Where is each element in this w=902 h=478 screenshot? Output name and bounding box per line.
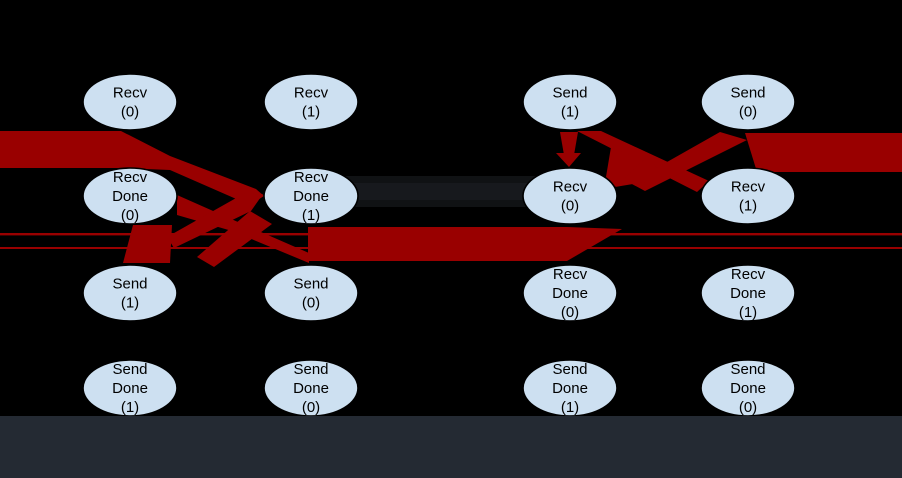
node-ellipse: [82, 264, 178, 322]
faint-edge-streak: [300, 176, 550, 183]
edge-recvdone1-to-send1: [197, 211, 272, 267]
node-c4-recv-1: Recv(1): [700, 167, 796, 225]
node-label: Recv(1): [294, 85, 329, 121]
node-c4-send-0: Send(0): [700, 73, 796, 131]
edge-into-recvdone1: [167, 193, 263, 248]
bottom-bar: [0, 416, 902, 478]
node-c2-send-0: Send(0): [263, 264, 359, 322]
edge-mid-band: [308, 227, 622, 261]
edge-send0-to-recv0-head: [615, 155, 663, 187]
edge-right-outbound-band: [745, 133, 902, 172]
edge-send1-to-recv0-shaft: [560, 132, 578, 155]
edge-recvdone0-to-send1: [123, 225, 172, 263]
node-c3-send-1: Send(1): [522, 73, 618, 131]
node-ellipse: [700, 167, 796, 225]
node-label: Send(1): [552, 85, 587, 121]
node-c1-recv-0: Recv(0): [82, 73, 178, 131]
faint-edge-streak: [330, 183, 538, 200]
node-ellipse: [263, 264, 359, 322]
node-ellipse: [700, 73, 796, 131]
node-ellipse: [522, 73, 618, 131]
node-label: Recv(0): [553, 179, 588, 215]
edge-send1-to-recv0-head: [556, 153, 581, 167]
node-ellipse: [263, 167, 359, 225]
node-label: Recv(0): [113, 85, 148, 121]
node-c2-recv-1: Recv(1): [263, 73, 359, 131]
node-label: Send(0): [730, 85, 765, 121]
node-label: Send(1): [112, 276, 147, 312]
node-c3-recv-0: Recv(0): [522, 167, 618, 225]
node-ellipse: [82, 73, 178, 131]
node-ellipse: [522, 264, 618, 322]
node-c1-send-1: Send(1): [82, 264, 178, 322]
node-ellipse: [522, 167, 618, 225]
faint-edge-streak: [352, 200, 532, 207]
node-ellipse: [82, 167, 178, 225]
node-label: Send(0): [293, 276, 328, 312]
node-ellipse: [263, 73, 359, 131]
node-label: Recv(1): [731, 179, 766, 215]
node-ellipse: [700, 264, 796, 322]
